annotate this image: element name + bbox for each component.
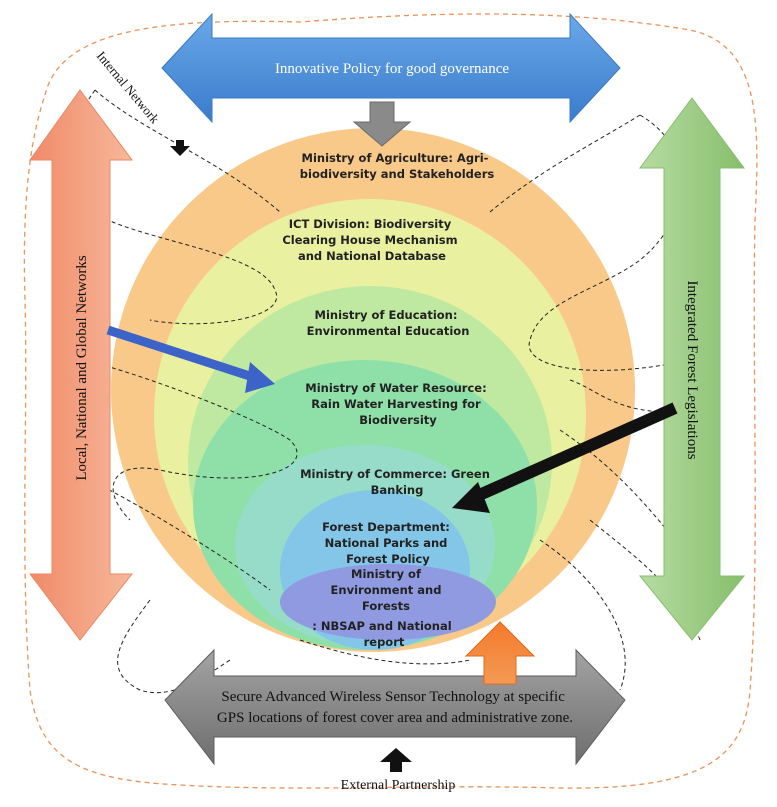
education-line2: Environmental Education	[307, 324, 470, 338]
right-arrow-label: Integrated Forest Legislations	[684, 280, 700, 459]
forest-line2: National Parks and	[325, 536, 448, 550]
forest-line3: Forest Policy	[346, 552, 430, 566]
internal-network-label: Internal Network	[94, 48, 163, 126]
ict-line2: Clearing House Mechanism	[282, 233, 457, 247]
moef-ellipse	[280, 564, 496, 640]
left-double-arrow	[28, 89, 134, 641]
education-line1: Ministry of Education:	[315, 308, 458, 322]
blue-diagonal-arrow	[106, 325, 275, 393]
left-arrow-label: Local, National and Global Networks	[74, 255, 90, 481]
agriculture-line1: Ministry of Agriculture: Agri-	[302, 151, 489, 165]
policy-down-arrow	[352, 101, 412, 147]
ict-line3: and National Database	[298, 249, 446, 263]
commerce-line1: Ministry of Commerce: Green	[300, 467, 490, 481]
bottom-arrow-line1: Secure Advanced Wireless Sensor Technolo…	[221, 689, 565, 705]
black-diagonal-arrow	[452, 402, 678, 513]
moef-line4: : NBSAP and National	[312, 619, 451, 633]
svg-text:Ministry of Education: Env: Ministry of Education: Environmental Edu…	[307, 308, 470, 338]
right-double-arrow	[638, 97, 746, 641]
bottom-double-arrow	[164, 648, 626, 766]
commerce-line2: Banking	[371, 483, 424, 497]
internal-network-arrow	[170, 140, 190, 156]
moef-line3: Forests	[362, 599, 410, 613]
svg-text:Secure Advanced Wireless Senso: Secure Advanced Wireless Sensor Technolo…	[217, 689, 573, 726]
outer-dashed-boundary	[23, 13, 758, 789]
svg-text:Forest Department: Nationa: Forest Department: National Parks and Fo…	[322, 520, 454, 566]
svg-text:Ministry of Agriculture: Agri-: Ministry of Agriculture: Agri- biodivers…	[300, 151, 495, 181]
top-arrow-label: Innovative Policy for good governance	[275, 61, 509, 77]
water-line3: Biodiversity	[359, 413, 437, 427]
agriculture-line2: biodiversity and Stakeholders	[300, 167, 495, 181]
water-line2: Rain Water Harvesting for	[311, 397, 481, 411]
water-line1: Ministry of Water Resource:	[305, 381, 486, 395]
moef-line5: report	[364, 635, 405, 649]
svg-text:ICT Division: Biodiversity: ICT Division: Biodiversity Clearing Hous…	[282, 217, 461, 263]
moef-line1: Ministry of	[351, 567, 422, 581]
svg-text:Ministry of Environment a: Ministry of Environment and Forests : NB…	[312, 567, 455, 649]
external-partnership-arrow	[380, 748, 412, 772]
moef-line2: Environment and	[331, 583, 442, 597]
svg-text:Ministry of Water Resource:: Ministry of Water Resource: Rain Water H…	[305, 381, 490, 427]
ict-line1: ICT Division: Biodiversity	[289, 217, 452, 231]
top-double-arrow	[161, 12, 621, 124]
svg-text:Ministry of Commerce: Green: Ministry of Commerce: Green Banking	[300, 467, 494, 497]
orange-up-arrow	[464, 621, 536, 685]
external-partnership-label: External Partnership	[341, 778, 456, 793]
forest-line1: Forest Department:	[322, 520, 450, 534]
bottom-arrow-line2: GPS locations of forest cover area and a…	[217, 710, 573, 726]
